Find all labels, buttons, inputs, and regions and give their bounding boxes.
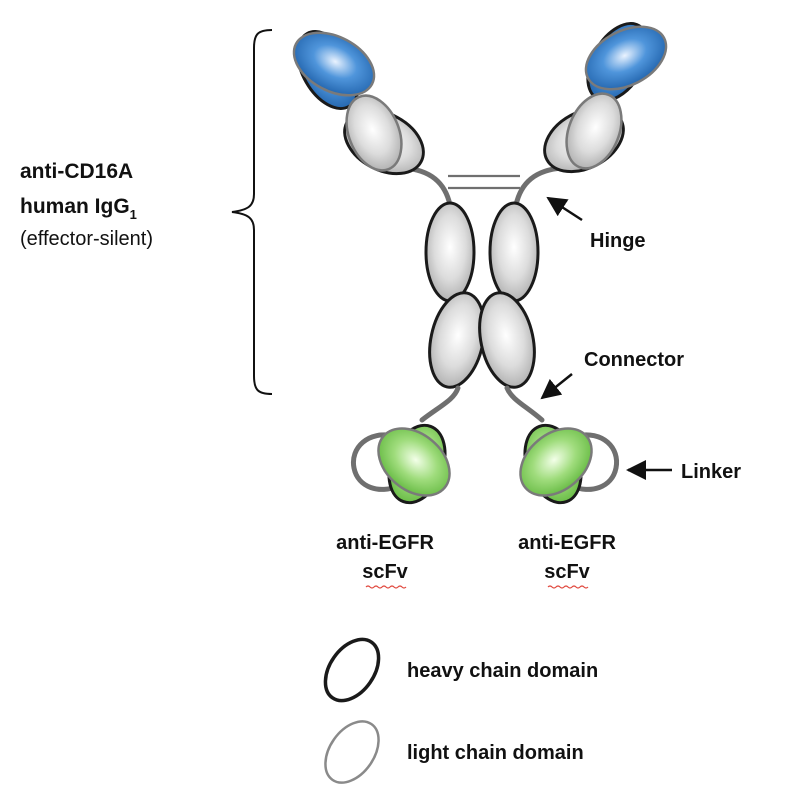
hinge-bonds [448, 174, 520, 190]
hinge-label: Hinge [590, 230, 646, 252]
annotation-arrows [540, 196, 672, 480]
fc-region [424, 201, 540, 389]
scfv-left [350, 423, 451, 505]
connector-label: Connector [584, 349, 684, 371]
legend-heavy-swatch [323, 637, 381, 703]
spellcheck-underline-right [547, 585, 589, 589]
ch2-domain-right [488, 201, 540, 303]
cl-domain-left [345, 94, 403, 172]
scfv-right-label-line1: anti-EGFR [518, 532, 616, 554]
legend-light-label: light chain domain [407, 742, 584, 764]
scfv-left-label-line1: anti-EGFR [336, 532, 434, 554]
cl-domain-right [565, 92, 623, 170]
scfv-right-label-line2: scFv [544, 561, 590, 583]
linker-loop-right [569, 432, 620, 492]
scfv-connectors [419, 385, 545, 423]
linker-label: Linker [681, 461, 741, 483]
scfv-light-right [519, 427, 593, 497]
scfv-light-left [377, 427, 451, 497]
ch2-domain-left [424, 201, 476, 303]
legend: heavy chain domain light chain domain [323, 637, 598, 784]
spellcheck-underline-left [365, 585, 407, 589]
hinge-connectors [401, 165, 565, 208]
title-line2: human IgG1 [20, 195, 137, 222]
fab-arm-right [543, 22, 668, 174]
hinge-arrow [546, 196, 583, 222]
legend-light-swatch [324, 720, 380, 784]
linker-loop-left [350, 432, 401, 492]
vl-domain-left [292, 31, 376, 97]
legend-heavy-label: heavy chain domain [407, 660, 598, 682]
fab-bracket [231, 29, 273, 395]
title-line1: anti-CD16A [20, 160, 133, 183]
connector-arrow [540, 373, 573, 400]
scfv-right [519, 423, 620, 505]
fab-arm-left [292, 30, 425, 176]
vl-domain-right [584, 25, 668, 91]
title-line3: (effector-silent) [20, 228, 153, 250]
ch3-domain-right [478, 291, 536, 389]
scfv-left-label-line2: scFv [362, 561, 408, 583]
